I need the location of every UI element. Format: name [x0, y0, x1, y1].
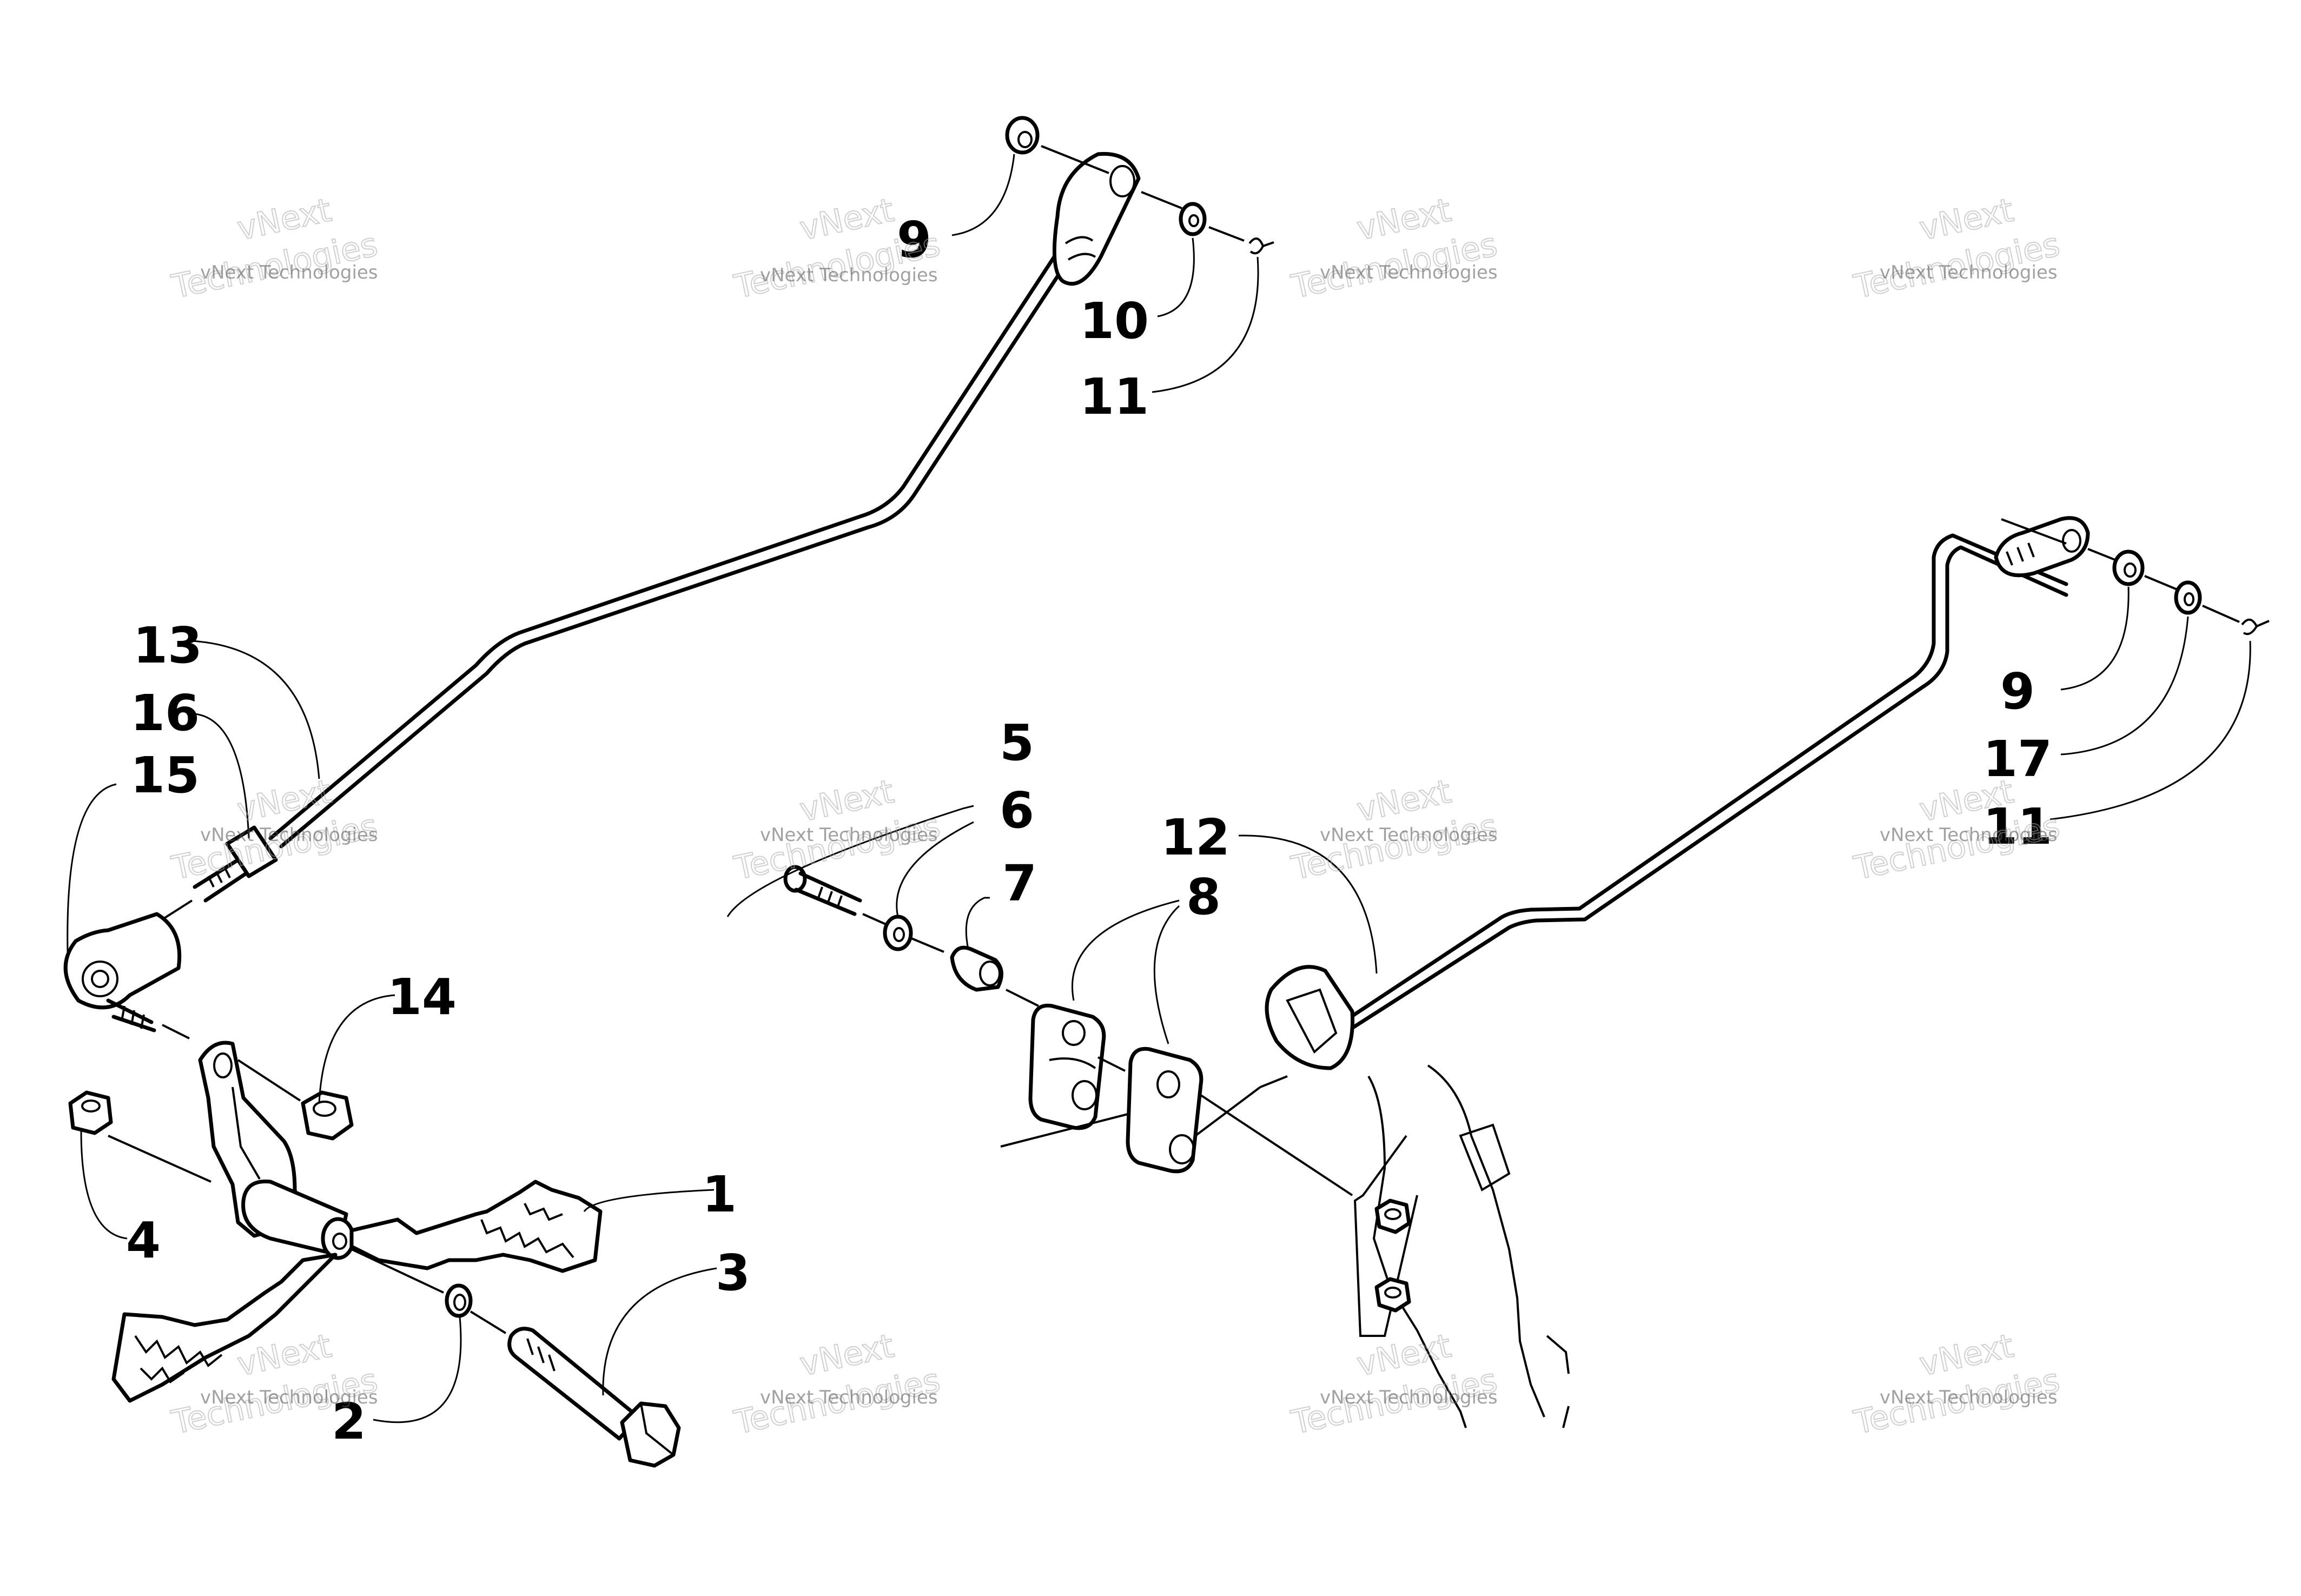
- watermark-small: vNext Technologies: [760, 264, 938, 286]
- right-washer-9: [2112, 549, 2145, 586]
- nut-14: [301, 1090, 354, 1141]
- leader-13: [191, 640, 320, 779]
- callout-15: 15: [130, 746, 200, 804]
- leader-6: [896, 821, 974, 917]
- callout-14: 14: [387, 968, 457, 1026]
- watermark-small: vNext Technologies: [200, 262, 378, 283]
- bracket-8-right: [1126, 1047, 1204, 1174]
- callouts: 1 2 3 4 5 6 7 8 9 9 10 11 11 12 13 14 15…: [126, 211, 2052, 1451]
- callout-16: 16: [130, 684, 200, 742]
- watermark-small: vNext Technologies: [760, 1387, 938, 1408]
- callout-8: 8: [1186, 868, 1221, 926]
- callout-1: 1: [702, 1165, 737, 1223]
- washer-6: [883, 915, 913, 951]
- leader-lines: [67, 154, 2251, 1423]
- watermark-small: vNext Technologies: [200, 824, 378, 846]
- watermark-small: vNext Technologies: [1320, 824, 1498, 846]
- callout-11-right: 11: [1983, 798, 2052, 856]
- callout-6: 6: [1000, 782, 1034, 839]
- nut-4: [68, 1090, 113, 1135]
- leader-5: [726, 805, 974, 917]
- callout-7: 7: [1002, 855, 1037, 912]
- leader-9b: [2060, 586, 2130, 691]
- watermark-small: vNext Technologies: [1880, 824, 2058, 846]
- callout-5: 5: [1000, 714, 1034, 772]
- leader-4: [80, 1130, 128, 1240]
- top-washer-9: [1005, 116, 1040, 155]
- callout-9-right: 9: [2000, 663, 2035, 720]
- leader-1: [583, 1189, 715, 1212]
- bracket-8-left: [1028, 1003, 1106, 1130]
- bolt-5: [783, 865, 862, 916]
- watermark-small: vNext Technologies: [1320, 262, 1498, 283]
- pivot-bolt-3: [507, 1327, 681, 1468]
- leader-8a: [1071, 899, 1180, 1001]
- top-washer-10: [1179, 202, 1207, 236]
- watermark-small: vNext Technologies: [760, 824, 938, 846]
- callout-2: 2: [332, 1393, 366, 1451]
- callout-4: 4: [126, 1211, 161, 1269]
- callout-10: 10: [1080, 292, 1149, 350]
- callout-11-top: 11: [1080, 368, 1149, 426]
- callout-13: 13: [133, 617, 202, 674]
- leader-2: [373, 1316, 462, 1423]
- callout-17: 17: [1983, 730, 2052, 788]
- watermark-small: vNext Technologies: [1320, 1387, 1498, 1408]
- leader-11b: [2049, 640, 2251, 820]
- watermark-small: vNext Technologies: [200, 1387, 378, 1408]
- right-cotter-pin-11: [2241, 618, 2270, 635]
- leader-7: [965, 897, 990, 950]
- leader-12: [1238, 835, 1378, 974]
- frame-outline: [1353, 1064, 1570, 1428]
- rod-end-15: [63, 912, 182, 1032]
- washer-2: [445, 1283, 473, 1318]
- right-washer-17: [2174, 580, 2202, 615]
- spacer-7: [950, 945, 1003, 992]
- brake-pedal-1: [111, 1041, 603, 1403]
- rod-threaded-adjuster-16: [193, 825, 278, 903]
- frame-bolt-upper: [1374, 1198, 1411, 1234]
- leader-11a: [1152, 256, 1259, 393]
- leader-15: [67, 783, 117, 952]
- leader-17: [2060, 616, 2189, 756]
- top-cotter-pin-11: [1248, 237, 1274, 255]
- callout-9-top: 9: [897, 211, 931, 269]
- callout-12: 12: [1161, 809, 1230, 866]
- frame-bolt-lower: [1374, 1277, 1411, 1313]
- upper-brake-rod: [268, 152, 1141, 849]
- leader-14: [318, 994, 395, 1104]
- leader-3: [602, 1267, 717, 1396]
- leader-16: [194, 713, 250, 839]
- watermark-small: vNext Technologies: [1880, 262, 2058, 283]
- leader-10: [1157, 237, 1195, 317]
- lower-brake-rod-12: [1265, 516, 2090, 1070]
- leader-8b: [1153, 905, 1180, 1044]
- leader-9a: [951, 154, 1015, 236]
- watermark-small: vNext Technologies: [1880, 1387, 2058, 1408]
- callout-3: 3: [716, 1244, 750, 1302]
